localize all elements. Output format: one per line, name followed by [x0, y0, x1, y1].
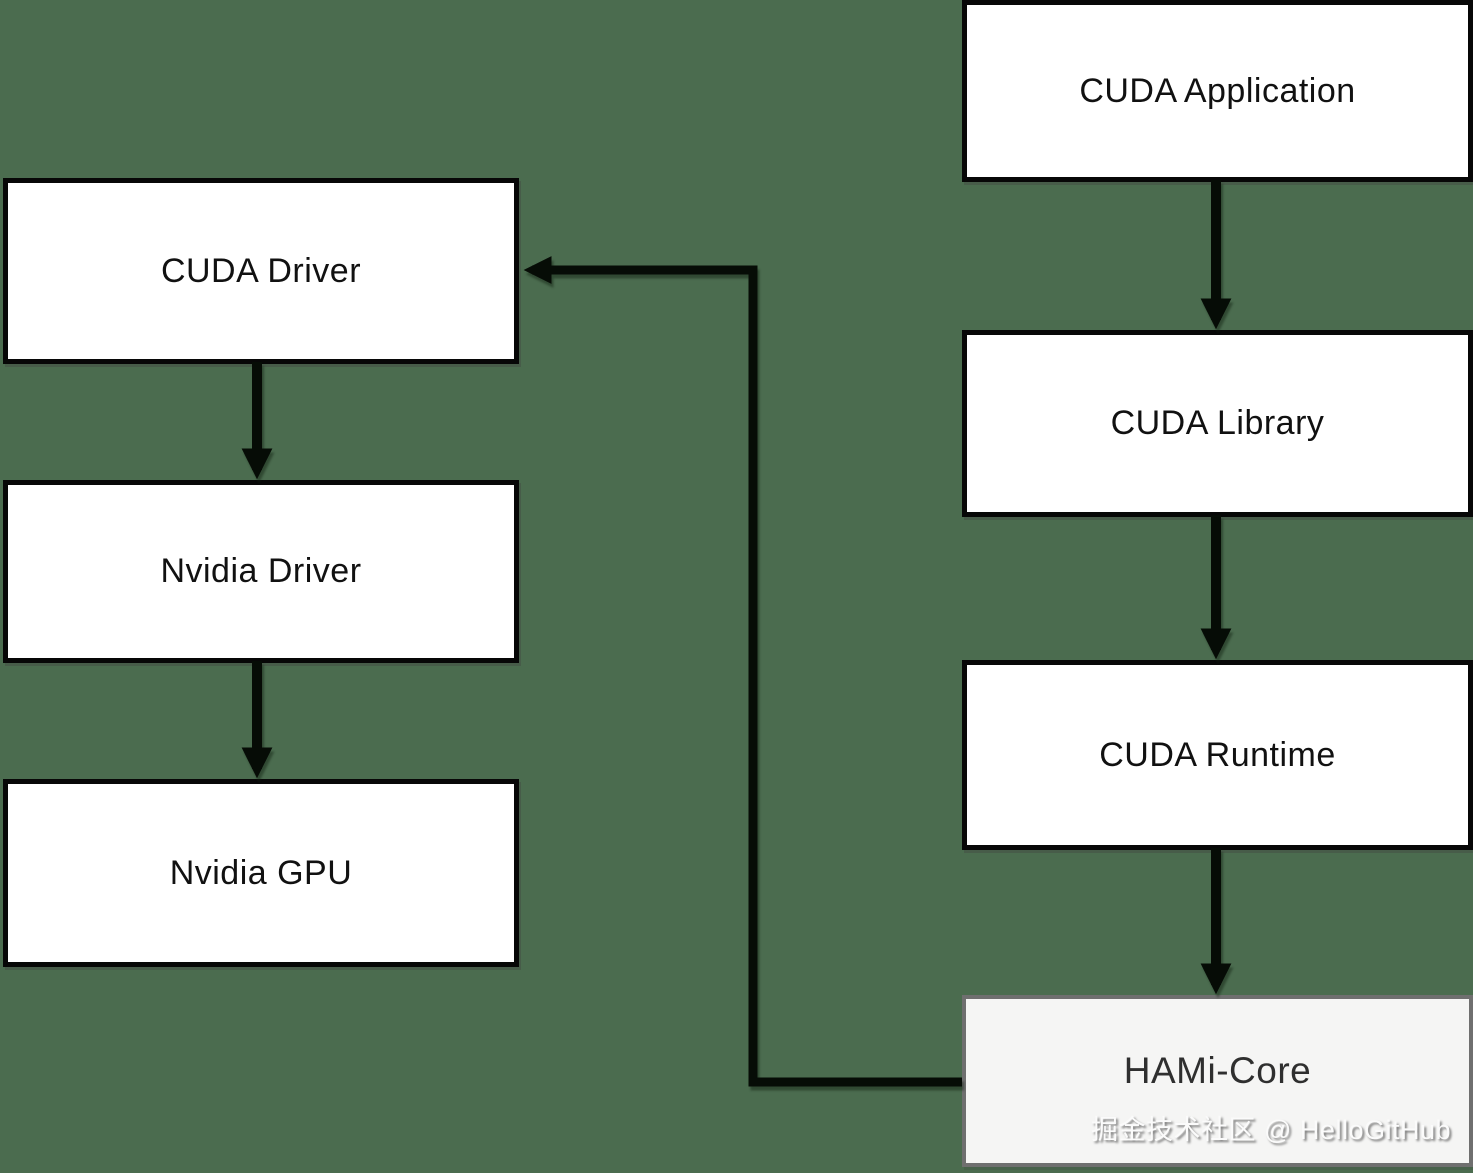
nvidia-driver-label: Nvidia Driver: [160, 552, 362, 590]
cuda-runtime-box: CUDA Runtime: [962, 660, 1473, 850]
nvidia-gpu-box: Nvidia GPU: [3, 779, 519, 967]
cuda-application-label: CUDA Application: [1079, 71, 1356, 110]
cuda-library-box: CUDA Library: [962, 330, 1473, 517]
watermark: 掘金技术社区 @ HelloGitHub: [1091, 1115, 1451, 1145]
arrow-hami-core-to-cuda-driver: [523, 256, 962, 1087]
cuda-library-label: CUDA Library: [1110, 404, 1325, 442]
hami-core-label: HAMi-Core: [1123, 1050, 1312, 1091]
nvidia-driver-box: Nvidia Driver: [3, 480, 519, 663]
cuda-driver-box: CUDA Driver: [3, 178, 519, 364]
cuda-runtime-label: CUDA Runtime: [1099, 735, 1336, 774]
hami-core-box: HAMi-Core 掘金技术社区 @ HelloGitHub: [962, 995, 1473, 1167]
cuda-application-box: CUDA Application: [962, 0, 1473, 182]
nvidia-gpu-label: Nvidia GPU: [169, 853, 353, 892]
cuda-driver-label: CUDA Driver: [160, 251, 362, 290]
